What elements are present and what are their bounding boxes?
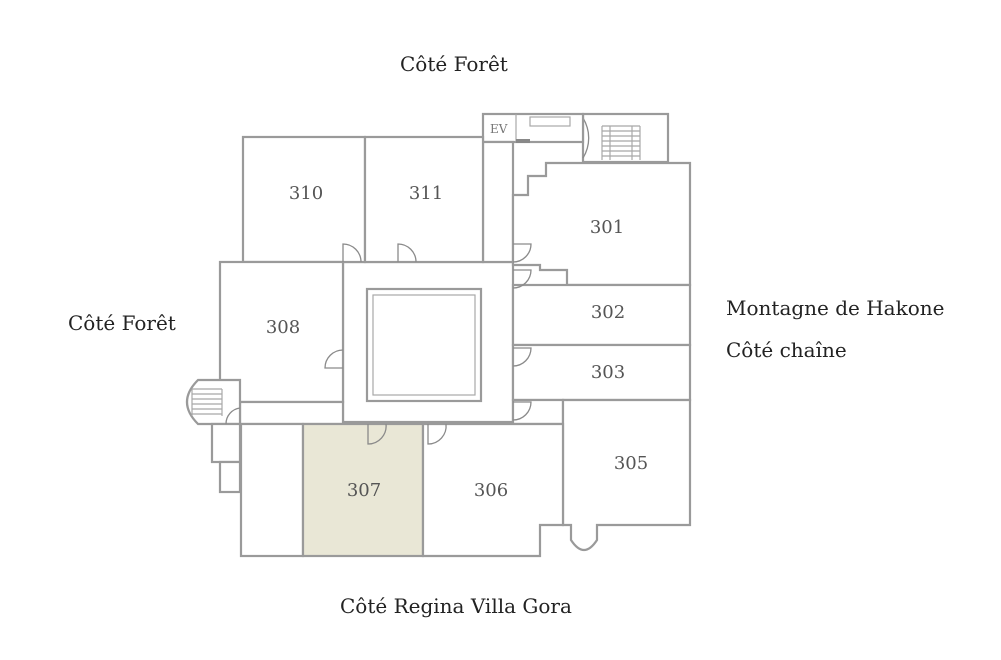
courtyard bbox=[365, 287, 483, 403]
room-number-305: 305 bbox=[614, 453, 648, 474]
direction-label-top: Côté Forêt bbox=[400, 52, 508, 76]
room-302 bbox=[511, 283, 692, 347]
stairs-top bbox=[581, 112, 670, 164]
room-number-306: 306 bbox=[474, 480, 508, 501]
north-corridor bbox=[481, 140, 515, 264]
elevator-label: EV bbox=[490, 122, 508, 136]
room-number-301: 301 bbox=[590, 217, 624, 238]
room-311 bbox=[363, 135, 485, 264]
room-310 bbox=[241, 135, 367, 264]
direction-label-right-1: Montagne de Hakone bbox=[726, 296, 945, 320]
direction-label-right-2: Côté chaîne bbox=[726, 338, 847, 362]
room-303 bbox=[511, 343, 692, 402]
room-west-bottom bbox=[239, 422, 305, 558]
room-number-310: 310 bbox=[289, 183, 323, 204]
direction-label-bottom: Côté Regina Villa Gora bbox=[340, 594, 572, 618]
room-306 bbox=[421, 422, 565, 558]
stairs-left bbox=[185, 378, 242, 494]
elevator: EV bbox=[481, 112, 585, 144]
room-number-311: 311 bbox=[409, 183, 443, 204]
room-number-307: 307 bbox=[347, 480, 381, 501]
room-305 bbox=[561, 398, 692, 552]
east-corridor bbox=[511, 398, 565, 426]
direction-label-left: Côté Forêt bbox=[68, 311, 176, 335]
west-corridor bbox=[238, 400, 345, 426]
room-number-303: 303 bbox=[591, 362, 625, 383]
doors bbox=[324, 243, 532, 445]
room-number-308: 308 bbox=[266, 317, 300, 338]
room-number-302: 302 bbox=[591, 302, 625, 323]
room-308 bbox=[218, 260, 345, 404]
